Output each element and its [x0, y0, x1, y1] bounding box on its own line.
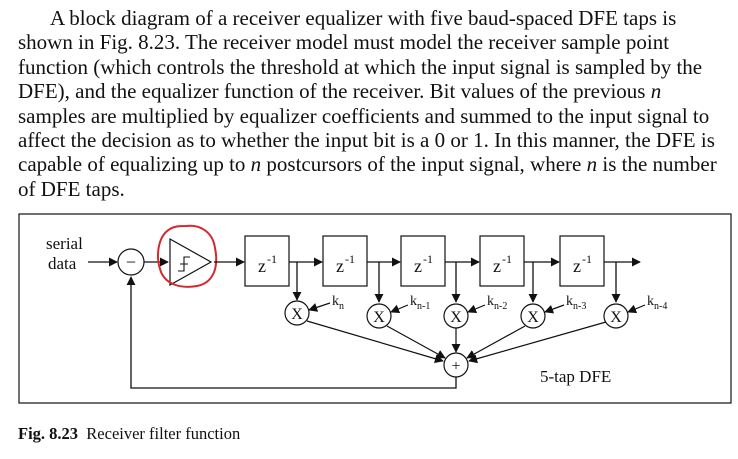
multiplier-symbol: X	[610, 309, 622, 326]
multiplier-node: X	[520, 303, 546, 329]
coefficient-arrow	[544, 304, 565, 314]
figure-number: Fig. 8.23	[18, 424, 79, 443]
figure-caption: Fig. 8.23 Receiver filter function	[18, 424, 240, 444]
delay-block: z -1	[479, 235, 525, 287]
coefficient-k: kn-1	[410, 294, 430, 312]
feedback-line	[126, 276, 457, 389]
subtract-symbol: −	[126, 252, 136, 272]
delay-label: z	[336, 256, 344, 276]
coefficient-arrow	[627, 304, 646, 314]
multiplier-symbol: X	[450, 309, 462, 326]
multiplier-symbol: X	[291, 306, 303, 323]
slicer-highlight-circle	[157, 224, 218, 288]
multiplier-node: X	[284, 300, 310, 326]
coefficient-arrow	[390, 304, 409, 314]
delay-label: z	[258, 256, 266, 276]
coefficient-arrow	[308, 302, 331, 312]
summer-symbol: +	[451, 358, 460, 375]
input-label-serial: serial	[46, 234, 83, 253]
variable-n: n	[250, 152, 262, 177]
multiplier-node: X	[366, 303, 392, 329]
paragraph-text-3: postcursors of the input signal, where	[261, 152, 587, 177]
dfe-label: 5-tap DFE	[540, 367, 611, 386]
coefficient-k: kn-2	[487, 294, 507, 312]
delay-label: z	[493, 256, 501, 276]
paragraph-text-2: samples are multiplied by equalizer coef…	[18, 103, 715, 177]
body-paragraph: A block diagram of a receiver equalizer …	[18, 6, 730, 201]
paragraph-text-4: is the number of DFE taps.	[18, 152, 717, 201]
summer-input-line	[386, 325, 446, 359]
delay-exponent: -1	[582, 252, 592, 266]
delay-label: z	[414, 256, 422, 276]
slicer-triangle	[169, 237, 213, 287]
coefficient-k: kn	[332, 294, 344, 312]
coefficient-k: kn-4	[647, 294, 667, 312]
coefficient-arrow	[467, 304, 486, 314]
delay-exponent: -1	[345, 252, 355, 266]
multiplier-node: X	[603, 303, 629, 329]
figure-frame	[18, 213, 732, 404]
summer-input-line	[468, 321, 607, 364]
summer-input-line	[306, 320, 444, 364]
delay-block: z -1	[400, 235, 446, 287]
delay-block: z -1	[244, 235, 290, 287]
delay-exponent: -1	[423, 252, 433, 266]
variable-n: n	[650, 79, 662, 104]
variable-n: n	[586, 152, 598, 177]
multiplier-node: X	[443, 303, 469, 329]
input-label-data: data	[48, 254, 77, 273]
figure-caption-text: Receiver filter function	[86, 424, 241, 443]
delay-exponent: -1	[502, 252, 512, 266]
delay-block: z -1	[559, 235, 605, 287]
coefficient-k: kn-3	[566, 294, 586, 312]
delay-label: z	[573, 256, 581, 276]
delay-block: z -1	[322, 235, 368, 287]
paragraph-text-1: A block diagram of a receiver equalizer …	[18, 6, 703, 104]
multiplier-symbol: X	[373, 309, 385, 326]
delay-exponent: -1	[267, 252, 277, 266]
summer-input-line	[466, 325, 526, 359]
multiplier-symbol: X	[527, 309, 539, 326]
